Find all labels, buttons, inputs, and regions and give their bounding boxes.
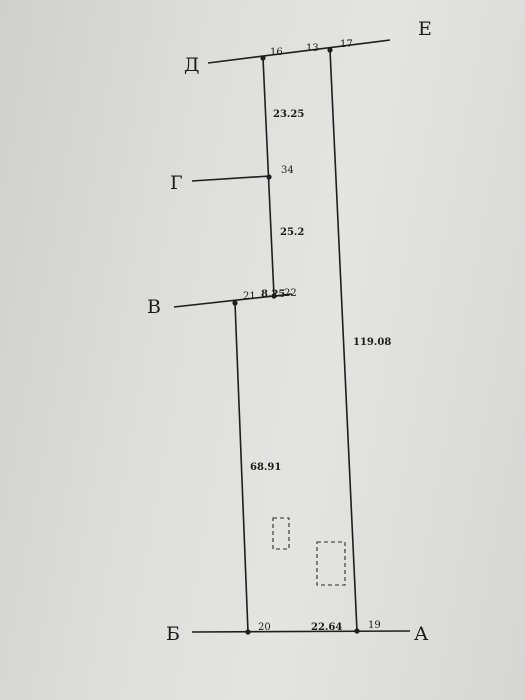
dimension-119-08: 119.08 (353, 337, 391, 348)
building-footprint-small (272, 517, 290, 550)
vertex-34 (266, 174, 272, 180)
point-number-20: 20 (258, 622, 271, 633)
vertex-16 (260, 55, 266, 61)
vertex-20 (245, 629, 251, 635)
dimension-22-64: 22.64 (311, 622, 342, 633)
point-number-34: 34 (281, 165, 294, 176)
boundary-line-g (191, 175, 271, 182)
dimension-8-25: 8.25 (261, 289, 285, 300)
vertex-22 (271, 293, 277, 299)
plot-side-right (329, 49, 358, 632)
label-a: А (414, 623, 429, 645)
point-number-19: 19 (368, 620, 381, 631)
dimension-23-25: 23.25 (273, 109, 304, 120)
vertex-17 (327, 47, 333, 53)
dimension-68-91: 68.91 (250, 462, 281, 473)
vertex-21 (232, 300, 238, 306)
label-e: Е (418, 18, 432, 40)
point-number-17: 17 (340, 39, 353, 50)
point-number-22: 22 (284, 288, 297, 299)
boundary-line-top (207, 39, 391, 64)
label-g: Г (170, 172, 183, 194)
boundary-line-bottom (191, 630, 411, 633)
vertex-19 (354, 628, 360, 634)
point-number-16: 16 (270, 47, 283, 58)
label-v: В (147, 296, 161, 318)
plot-side-inner-lower (234, 302, 249, 633)
point-number-21: 21 (243, 291, 256, 302)
point-number-13: 13 (306, 43, 319, 54)
dimension-25-2: 25.2 (280, 227, 304, 238)
building-footprint-large (316, 541, 346, 586)
label-b: Б (166, 623, 180, 645)
label-d: Д (184, 54, 199, 76)
